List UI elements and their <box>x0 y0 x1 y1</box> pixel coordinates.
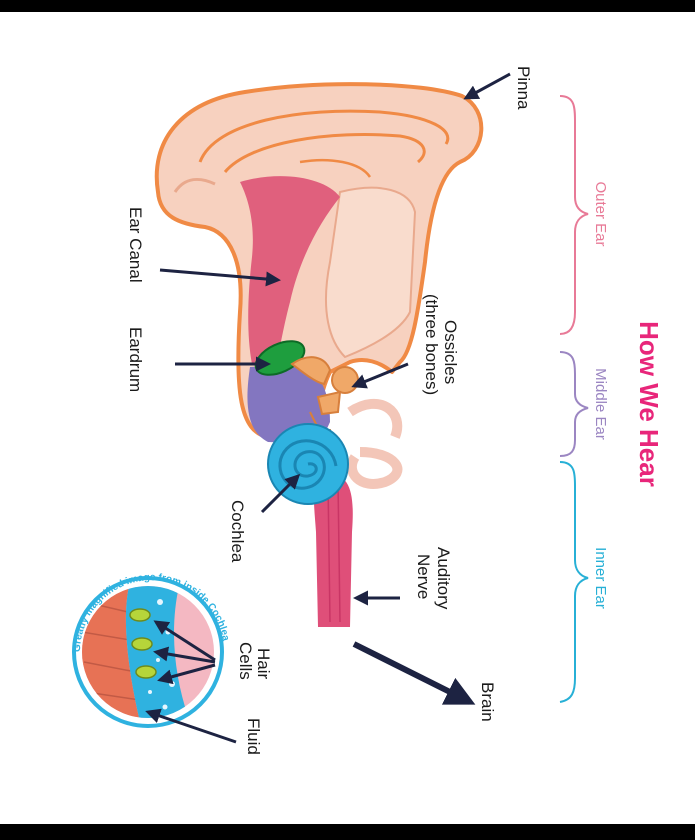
semicircular-canals <box>350 404 397 484</box>
middle-ear-bracket <box>560 352 588 456</box>
diagram-title: How We Hear <box>634 321 664 487</box>
outer-ear-bracket <box>560 96 588 334</box>
ossicles-arrow <box>354 364 408 386</box>
inner-ear-bracket <box>560 462 588 702</box>
magnified-view: Greatly magnified image from inside Coch… <box>72 572 231 726</box>
label-cochlea: Cochlea <box>228 500 247 563</box>
inner-ear-illustration <box>268 424 353 627</box>
brain-arrow <box>354 644 470 702</box>
label-eardrum: Eardrum <box>126 327 145 392</box>
section-inner-ear: Inner Ear <box>592 547 609 609</box>
label-fluid: Fluid <box>244 718 263 755</box>
label-ear-canal: Ear Canal <box>126 207 145 283</box>
section-outer-ear: Outer Ear <box>592 181 609 246</box>
pinna-arrow <box>466 74 510 98</box>
diagram-canvas: Greatly magnified image from inside Coch… <box>0 12 695 824</box>
label-hair-line2: Cells <box>236 642 255 680</box>
label-pinna: Pinna <box>514 66 533 110</box>
label-ossicles-line1: Ossicles <box>441 320 460 384</box>
label-hair-line1: Hair <box>254 648 273 680</box>
section-middle-ear: Middle Ear <box>592 368 609 440</box>
ear-diagram: Greatly magnified image from inside Coch… <box>0 12 695 824</box>
section-brackets <box>560 96 588 702</box>
fluid-arrow <box>148 712 236 742</box>
label-auditory-line1: Auditory <box>434 547 453 610</box>
label-brain: Brain <box>478 682 497 722</box>
label-auditory-line2: Nerve <box>414 554 433 599</box>
label-ossicles-line2: (three bones) <box>422 294 441 395</box>
